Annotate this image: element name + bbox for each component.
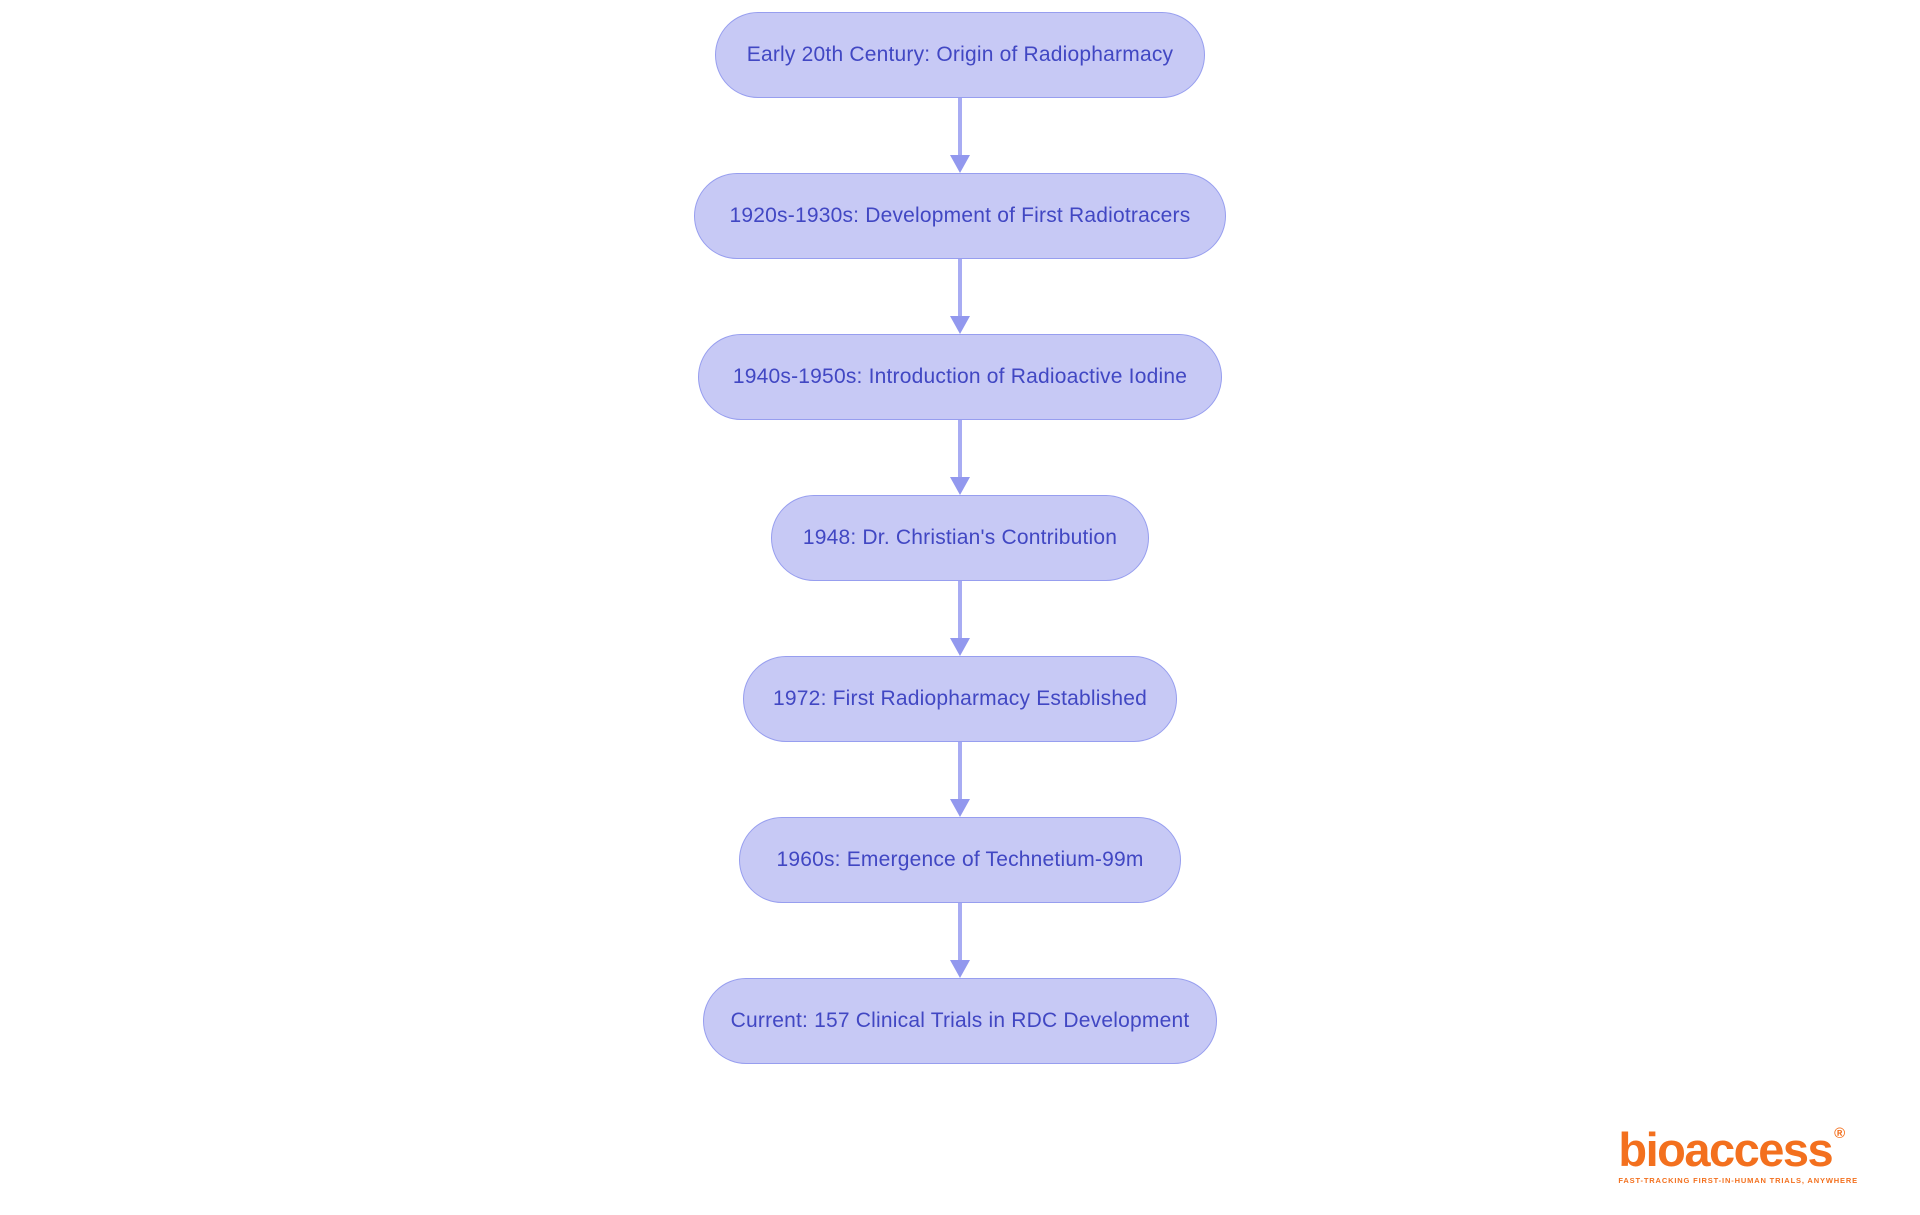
flow-node-radioactive-iodine: 1940s-1950s: Introduction of Radioactive… (698, 334, 1222, 420)
arrow-shaft (958, 259, 962, 318)
flow-node-christian-contribution: 1948: Dr. Christian's Contribution (771, 495, 1149, 581)
flow-node-label: Current: 157 Clinical Trials in RDC Deve… (730, 1009, 1190, 1032)
flow-node-label: 1960s: Emergence of Technetium-99m (776, 848, 1144, 871)
arrow-head-icon (950, 638, 970, 656)
flow-arrow (949, 581, 971, 656)
flow-node-first-radiopharmacy: 1972: First Radiopharmacy Established (743, 656, 1177, 742)
flow-node-label: Early 20th Century: Origin of Radiopharm… (746, 43, 1174, 66)
bioaccess-logo: bioaccess ® FAST-TRACKING FIRST-IN-HUMAN… (1618, 1123, 1858, 1185)
flow-arrow (949, 742, 971, 817)
arrow-head-icon (950, 155, 970, 173)
flow-node-label: 1940s-1950s: Introduction of Radioactive… (732, 365, 1188, 388)
logo-tagline: FAST-TRACKING FIRST-IN-HUMAN TRIALS, ANY… (1618, 1176, 1858, 1185)
flow-node-origin: Early 20th Century: Origin of Radiopharm… (715, 12, 1205, 98)
arrow-head-icon (950, 799, 970, 817)
arrow-shaft (958, 98, 962, 157)
registered-trademark-icon: ® (1834, 1125, 1846, 1143)
flow-arrow (949, 259, 971, 334)
logo-wordmark: bioaccess (1618, 1123, 1833, 1177)
flow-node-label: 1920s-1930s: Development of First Radiot… (729, 204, 1191, 227)
flow-node-label: 1948: Dr. Christian's Contribution (802, 526, 1118, 549)
arrow-head-icon (950, 960, 970, 978)
flow-arrow (949, 98, 971, 173)
arrow-head-icon (950, 477, 970, 495)
arrow-head-icon (950, 316, 970, 334)
flow-node-radiotracers: 1920s-1930s: Development of First Radiot… (694, 173, 1226, 259)
flow-node-label: 1972: First Radiopharmacy Established (773, 687, 1147, 710)
flow-arrow (949, 420, 971, 495)
arrow-shaft (958, 742, 962, 801)
flow-arrow (949, 903, 971, 978)
arrow-shaft (958, 903, 962, 962)
flow-node-technetium: 1960s: Emergence of Technetium-99m (739, 817, 1181, 903)
arrow-shaft (958, 420, 962, 479)
arrow-shaft (958, 581, 962, 640)
flow-node-current-trials: Current: 157 Clinical Trials in RDC Deve… (703, 978, 1217, 1064)
flowchart: Early 20th Century: Origin of Radiopharm… (694, 12, 1226, 1064)
